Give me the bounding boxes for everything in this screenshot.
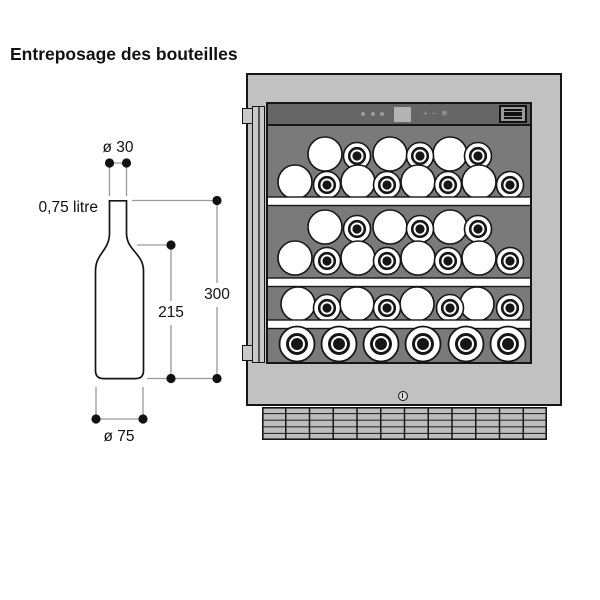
- dimension-lines: [95, 162, 218, 420]
- body-height-label: 215: [158, 304, 184, 321]
- dimension-dots: [91, 158, 222, 424]
- base-diameter-label: ø 75: [103, 428, 134, 445]
- glass-door: + − ❄: [266, 102, 532, 364]
- volume-label: 0,75 litre: [39, 199, 98, 216]
- control-panel: + − ❄: [268, 104, 530, 126]
- lock-icon: [398, 391, 408, 401]
- door-handle-bar: [252, 106, 265, 363]
- indicator-dot-icon: [371, 112, 375, 116]
- total-height-label: 300: [204, 286, 230, 303]
- page-title: Entreposage des bouteilles: [10, 44, 238, 64]
- option-icon: ❄: [441, 109, 448, 118]
- bottle-rack-svg: [268, 136, 530, 362]
- vent-grille: [262, 407, 547, 440]
- minus-icon: −: [432, 109, 437, 118]
- bottle-outline: [94, 199, 145, 380]
- neck-diameter-label: ø 30: [102, 139, 133, 156]
- bottle-diagram: ø 30 0,75 litre 300 215 ø 75: [39, 139, 231, 445]
- temperature-display: [394, 107, 411, 122]
- menu-icon: [499, 105, 527, 123]
- indicator-dot-icon: [380, 112, 384, 116]
- plus-icon: +: [423, 109, 428, 118]
- indicator-dot-icon: [361, 112, 365, 116]
